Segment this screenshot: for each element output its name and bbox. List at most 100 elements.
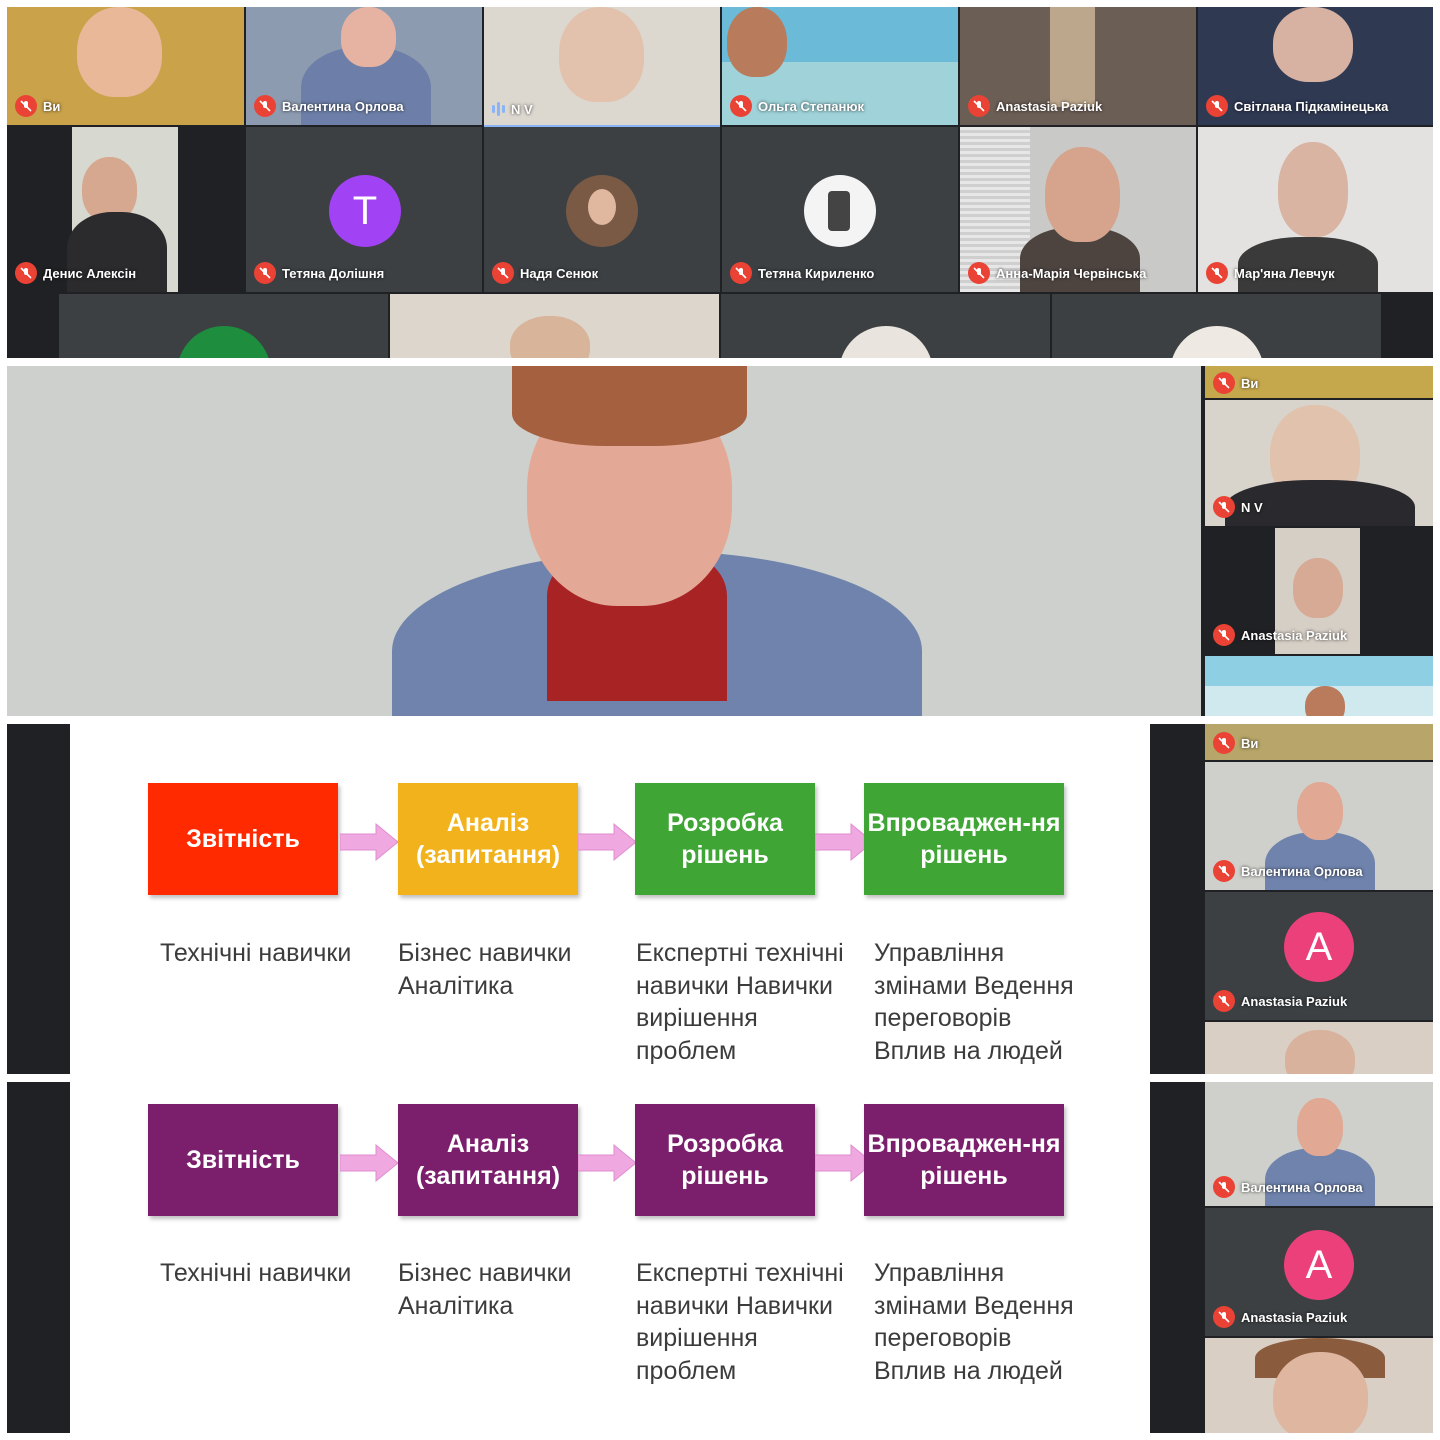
arrow-right-icon bbox=[578, 1143, 636, 1183]
participant-name: Денис Алексін bbox=[43, 265, 137, 281]
side-tile[interactable] bbox=[1205, 1338, 1433, 1433]
participant-tile[interactable]: Світлана Підкамінецька bbox=[1198, 7, 1433, 125]
participant-tile[interactable]: Ви bbox=[7, 7, 244, 125]
participant-name: Тетяна Кириленко bbox=[758, 265, 875, 281]
step-description: Експертні технічні навички Навички виріш… bbox=[636, 1259, 844, 1385]
participant-tile[interactable]: Тетяна Кириленко bbox=[722, 127, 958, 292]
step-box-solution: Розробка рішень bbox=[635, 783, 815, 895]
mic-off-icon bbox=[730, 95, 752, 117]
participant-name: Валентина Орлова bbox=[282, 98, 404, 114]
participant-name: Ви bbox=[1241, 735, 1259, 751]
mic-off-icon bbox=[1213, 990, 1235, 1012]
participant-name: Anastasia Paziuk bbox=[1241, 993, 1348, 1009]
mic-off-icon bbox=[15, 95, 37, 117]
mic-off-icon bbox=[1213, 624, 1235, 646]
meeting-speaker-view: Ви N V Anastasia Paziuk bbox=[7, 366, 1433, 716]
participant-name: N V bbox=[1241, 499, 1263, 515]
participant-name: Anastasia Paziuk bbox=[996, 98, 1103, 114]
step-description: Технічні навички bbox=[160, 1259, 352, 1287]
participant-tile[interactable] bbox=[721, 294, 1050, 358]
step-box-implementation: Впроваджен-ня рішень bbox=[864, 783, 1064, 895]
mic-off-icon bbox=[1213, 1306, 1235, 1328]
side-tile[interactable]: Валентина Орлова bbox=[1205, 1082, 1433, 1206]
avatar bbox=[804, 175, 876, 247]
participant-tile-active-speaker[interactable]: N V bbox=[484, 7, 720, 129]
side-tile[interactable]: Ви bbox=[1205, 366, 1433, 398]
mic-off-icon bbox=[1213, 372, 1235, 394]
participant-name: Ви bbox=[1241, 375, 1259, 391]
participant-tile[interactable]: Надя Сенюк bbox=[484, 127, 720, 292]
participant-name: Ви bbox=[43, 98, 61, 114]
step-box-analysis: Аналіз (запитання) bbox=[398, 1104, 578, 1216]
arrow-right-icon bbox=[578, 822, 636, 862]
participant-tile[interactable]: Валентина Орлова bbox=[246, 7, 482, 125]
avatar: A bbox=[1284, 1230, 1354, 1300]
participant-name: N V bbox=[511, 101, 533, 117]
side-tile[interactable]: A Anastasia Paziuk bbox=[1205, 892, 1433, 1020]
mic-off-icon bbox=[968, 262, 990, 284]
mic-off-icon bbox=[1213, 1176, 1235, 1198]
participant-tile[interactable]: Денис Алексін bbox=[7, 127, 244, 292]
step-box-reporting: Звітність bbox=[148, 783, 338, 895]
mic-off-icon bbox=[1213, 732, 1235, 754]
meeting-presentation-view-2: Звітність Аналіз (запитання) Розробка рі… bbox=[7, 1082, 1433, 1433]
participant-tile[interactable] bbox=[1052, 294, 1381, 358]
step-description: Бізнес навички Аналітика bbox=[398, 939, 572, 1000]
step-description: Експертні технічні навички Навички виріш… bbox=[636, 939, 844, 1065]
participant-name: Мар'яна Левчук bbox=[1234, 265, 1335, 281]
mic-off-icon bbox=[492, 262, 514, 284]
mic-off-icon bbox=[730, 262, 752, 284]
participant-name: Валентина Орлова bbox=[1241, 1179, 1363, 1195]
participant-tile[interactable] bbox=[390, 294, 719, 358]
main-speaker-video[interactable] bbox=[7, 366, 1201, 716]
participant-name: Надя Сенюк bbox=[520, 265, 599, 281]
step-box-solution: Розробка рішень bbox=[635, 1104, 815, 1216]
avatar: T bbox=[329, 175, 401, 247]
mic-off-icon bbox=[1206, 262, 1228, 284]
side-tile[interactable]: Anastasia Paziuk bbox=[1205, 528, 1433, 654]
mic-off-icon bbox=[254, 262, 276, 284]
avatar: A bbox=[1284, 912, 1354, 982]
side-tile[interactable] bbox=[1205, 1022, 1433, 1074]
shared-slide: Звітність Аналіз (запитання) Розробка рі… bbox=[70, 724, 1150, 1074]
participant-tile[interactable]: Ольга Степанюк bbox=[722, 7, 958, 125]
side-tile[interactable]: N V bbox=[1205, 400, 1433, 526]
step-box-implementation: Впроваджен-ня рішень bbox=[864, 1104, 1064, 1216]
mic-off-icon bbox=[968, 95, 990, 117]
shared-slide: Звітність Аналіз (запитання) Розробка рі… bbox=[70, 1082, 1150, 1433]
mic-off-icon bbox=[15, 262, 37, 284]
step-description: Технічні навички bbox=[160, 939, 352, 967]
step-description: Бізнес навички Аналітика bbox=[398, 1259, 572, 1320]
participant-tile[interactable]: Анна-Марія Червінська bbox=[960, 127, 1196, 292]
side-tile[interactable]: Ви bbox=[1205, 724, 1433, 760]
arrow-right-icon bbox=[340, 822, 398, 862]
mic-off-icon bbox=[1213, 860, 1235, 882]
side-tile[interactable]: Валентина Орлова bbox=[1205, 762, 1433, 890]
participant-name: Тетяна Долішня bbox=[282, 265, 385, 281]
arrow-right-icon bbox=[815, 822, 873, 862]
side-participant-strip: Ви Валентина Орлова A Anastasia Paziuk bbox=[1205, 724, 1433, 1074]
participant-name: Ольга Степанюк bbox=[758, 98, 864, 114]
arrow-right-icon bbox=[340, 1143, 398, 1183]
meeting-presentation-view: Звітність Аналіз (запитання) Розробка рі… bbox=[7, 724, 1433, 1074]
participant-name: Anastasia Paziuk bbox=[1241, 1309, 1348, 1325]
participant-name: Світлана Підкамінецька bbox=[1234, 98, 1389, 114]
participant-name: Анна-Марія Червінська bbox=[996, 265, 1147, 281]
participant-tile[interactable]: T Тетяна Долішня bbox=[246, 127, 482, 292]
side-tile[interactable]: A Anastasia Paziuk bbox=[1205, 1208, 1433, 1336]
mic-off-icon bbox=[254, 95, 276, 117]
participant-tile[interactable]: Мар'яна Левчук bbox=[1198, 127, 1433, 292]
audio-level-icon bbox=[492, 101, 505, 117]
participant-tile[interactable]: Anastasia Paziuk bbox=[960, 7, 1196, 125]
arrow-right-icon bbox=[815, 1143, 873, 1183]
step-description: Управління змінами Ведення переговорів В… bbox=[874, 1259, 1074, 1385]
side-participant-strip: Валентина Орлова A Anastasia Paziuk bbox=[1205, 1082, 1433, 1433]
participant-tile[interactable] bbox=[59, 294, 388, 358]
avatar bbox=[566, 175, 638, 247]
step-box-analysis: Аналіз (запитання) bbox=[398, 783, 578, 895]
participant-name: Anastasia Paziuk bbox=[1241, 627, 1348, 643]
side-tile[interactable] bbox=[1205, 656, 1433, 716]
mic-off-icon bbox=[1213, 496, 1235, 518]
step-box-reporting: Звітність bbox=[148, 1104, 338, 1216]
meeting-grid-view: Ви Валентина Орлова N V Ольга Степанюк A… bbox=[7, 7, 1433, 358]
